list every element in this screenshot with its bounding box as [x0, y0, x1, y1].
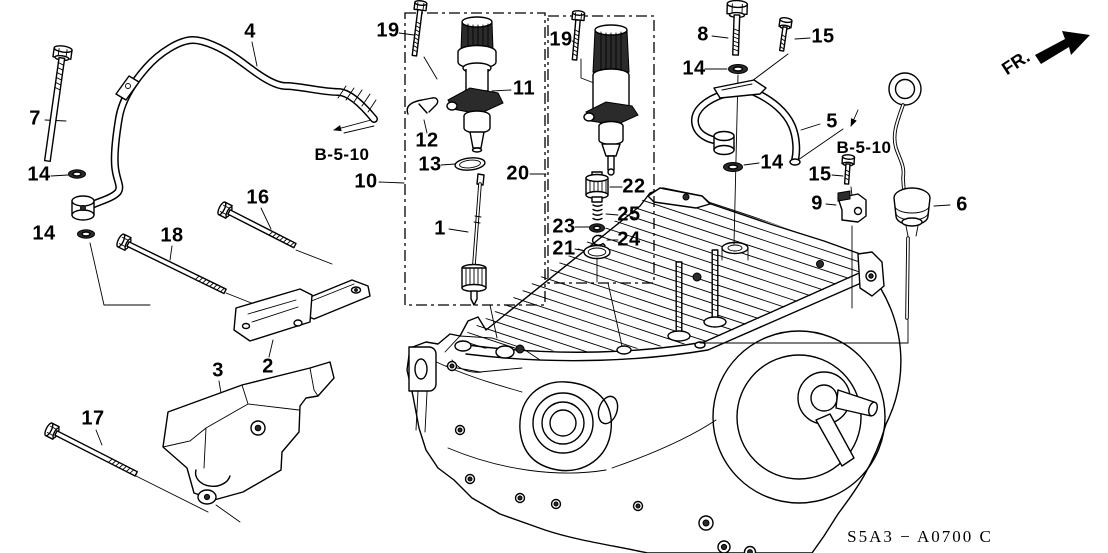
reference-label-b510-right: B-5-10 — [836, 138, 892, 157]
case-stud-right — [703, 249, 727, 328]
callout-5: 5 — [826, 110, 838, 133]
callout-8: 8 — [697, 23, 709, 46]
callout-14-under-8: 14 — [682, 57, 706, 80]
callout-17: 17 — [81, 407, 105, 430]
callout-2: 2 — [262, 355, 274, 378]
atf-pipe-4 — [84, 36, 378, 211]
washer-14-right — [723, 162, 743, 172]
dipstick-6 — [888, 72, 931, 320]
vss-sensor — [583, 24, 639, 176]
gear-22 — [585, 171, 609, 203]
oring-13 — [454, 157, 486, 171]
callout-15-right: 15 — [808, 163, 832, 186]
callout-14-top-left: 14 — [27, 163, 51, 186]
joint-bolt-7 — [43, 45, 73, 163]
pipe-cover-3 — [162, 361, 335, 523]
callout-16: 16 — [246, 186, 270, 209]
spring-25 — [592, 204, 603, 221]
callout-11: 11 — [512, 77, 536, 100]
oring-21 — [583, 244, 611, 283]
callout-21: 21 — [552, 237, 576, 260]
clip-24 — [591, 234, 606, 247]
callout-14-right: 14 — [760, 151, 784, 174]
harness-bracket-9 — [837, 190, 867, 223]
callout-15-top: 15 — [811, 25, 835, 48]
pipe-bracket-2 — [233, 279, 371, 342]
callout-23: 23 — [552, 215, 576, 238]
bolt-18 — [116, 233, 227, 295]
callout-25: 25 — [617, 203, 641, 226]
bolt-19-left — [411, 0, 428, 57]
assembly-box-20 — [547, 15, 655, 284]
callout-24: 24 — [617, 228, 641, 251]
callout-18: 18 — [160, 224, 184, 247]
callout-10: 10 — [354, 170, 378, 193]
callout-4: 4 — [244, 20, 256, 43]
speed-sensor-11 — [446, 16, 504, 153]
callout-9: 9 — [811, 192, 823, 215]
case-bolts — [446, 360, 757, 553]
leader-lines — [44, 32, 951, 513]
reference-label-b510-left: B-5-10 — [314, 145, 370, 164]
callout-6: 6 — [956, 193, 968, 216]
callout-3: 3 — [212, 359, 224, 382]
bolt-19-right — [571, 10, 586, 61]
callout-12: 12 — [415, 129, 439, 152]
washer-14-under-8 — [728, 64, 748, 74]
joint-bolt-8 — [726, 0, 749, 56]
case-stud-left — [667, 261, 691, 342]
callout-19-right: 19 — [549, 28, 573, 51]
washer-14-bottom-left — [77, 229, 95, 239]
fr-arrow-icon — [1035, 31, 1090, 64]
speedometer-shaft-1 — [461, 173, 487, 306]
washer-23 — [589, 223, 605, 233]
atf-pipe-5 — [691, 79, 801, 166]
bolt-15-right — [841, 154, 856, 185]
callout-19-left: 19 — [376, 19, 400, 42]
diagram-code: S5A3 − A0700 C — [847, 527, 993, 546]
callout-7: 7 — [29, 107, 41, 130]
assembly-box-10 — [404, 12, 546, 306]
bolt-16 — [217, 201, 297, 249]
bolt-17 — [44, 422, 138, 477]
clip-12 — [406, 97, 439, 115]
washer-14-top-left — [68, 169, 86, 179]
callout-13: 13 — [418, 153, 442, 176]
bolt-15-top — [778, 17, 793, 52]
callout-22: 22 — [622, 175, 646, 198]
pipe-joint-clamp — [71, 195, 95, 221]
callout-14-bottom-left: 14 — [32, 222, 56, 245]
callout-20: 20 — [506, 162, 530, 185]
callout-1: 1 — [434, 217, 446, 240]
